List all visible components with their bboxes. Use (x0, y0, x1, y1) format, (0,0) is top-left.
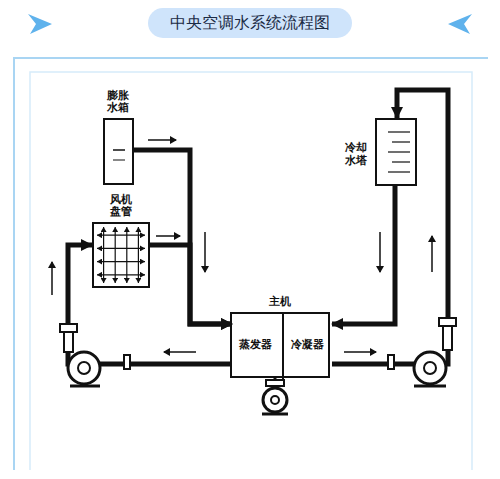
component-box: 冷凝器 (282, 314, 332, 380)
water-pipe (332, 90, 448, 364)
frame-line (14, 58, 488, 470)
water-level (113, 149, 125, 151)
component-label: 蒸发器 (239, 339, 272, 352)
component-box: 蒸发器 (232, 314, 282, 380)
deco-icon (28, 14, 52, 34)
deco-icon (448, 14, 472, 34)
component-label: 冷凝器 (291, 339, 324, 352)
pump-symbol (388, 318, 456, 386)
pump-symbol (60, 324, 130, 386)
title-pill: 中央空调水系统流程图 (148, 8, 352, 38)
component-box: 冷却 水塔 (375, 118, 417, 186)
water-pipe (332, 186, 395, 324)
frame-line (30, 72, 472, 470)
component-box: 主机蒸发器冷凝器 (230, 312, 330, 378)
component-box: 风机 盘管 (92, 222, 150, 288)
water-pipe (150, 245, 232, 324)
component-box: 膨胀 水箱 (103, 118, 134, 185)
component-label: 膨胀 水箱 (106, 90, 131, 115)
pump-symbol (262, 378, 288, 414)
coil-grid (97, 227, 145, 283)
component-label: 主机 (267, 296, 292, 309)
tower-fill (388, 132, 410, 172)
component-label: 风机 盘管 (108, 194, 133, 219)
component-label: 冷却 水塔 (344, 142, 369, 167)
water-level (113, 160, 125, 161)
